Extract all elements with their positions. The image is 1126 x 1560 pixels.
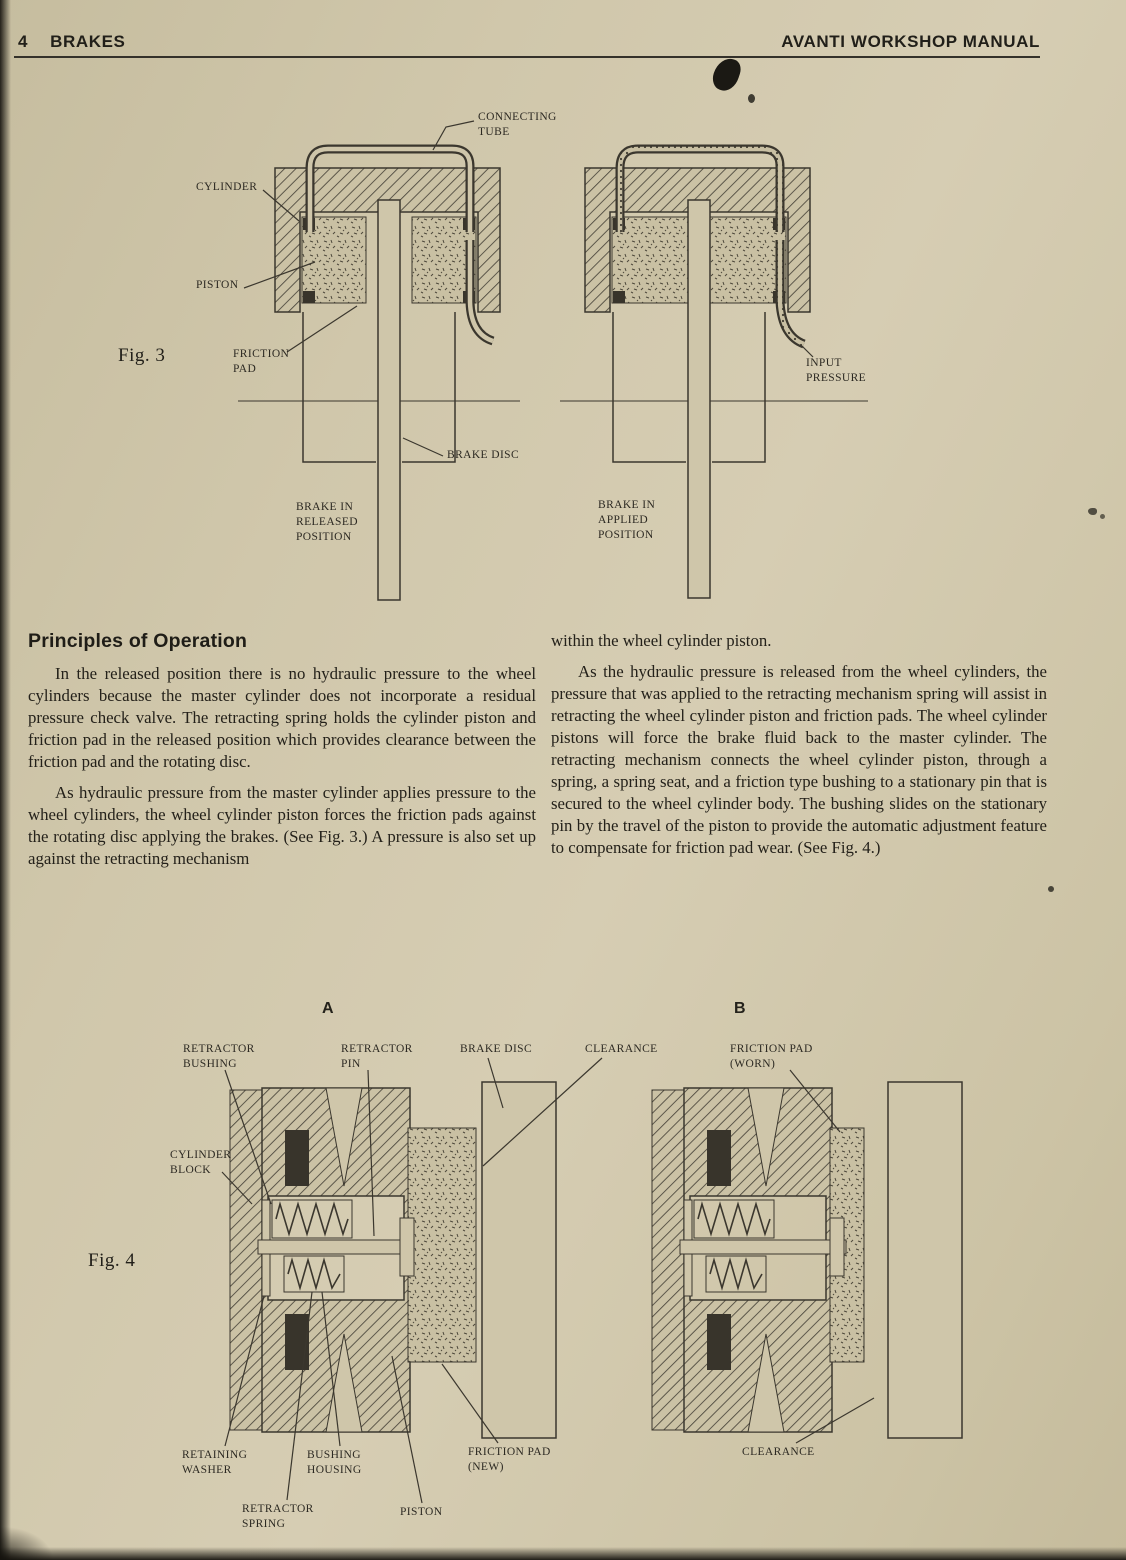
fig4-label-clearance-top: CLEARANCE bbox=[585, 1043, 658, 1055]
fig4-caption: Fig. 4 bbox=[88, 1250, 136, 1271]
mount-plate bbox=[651, 1089, 685, 1431]
paragraph: As the hydraulic pressure is released fr… bbox=[551, 662, 1047, 857]
page-number: 4 bbox=[18, 32, 29, 51]
seal-lower bbox=[285, 1314, 309, 1370]
bushing-housing bbox=[283, 1255, 345, 1293]
cylinder-housing bbox=[274, 167, 501, 313]
paragraph: In the released position there is no hyd… bbox=[28, 664, 536, 771]
fig3-applied-assembly bbox=[560, 144, 868, 599]
manual-title: AVANTI WORKSHOP MANUAL bbox=[781, 32, 1040, 51]
ink-speck bbox=[1088, 508, 1097, 515]
fig4-view-b-letter: B bbox=[734, 1000, 747, 1017]
fig4-label-retractor-pin: RETRACTOR PIN bbox=[341, 1043, 413, 1070]
retractor-pin bbox=[679, 1239, 847, 1255]
fig3-label-piston: PISTON bbox=[196, 279, 239, 291]
page-header-left: 4 BRAKES bbox=[18, 32, 125, 52]
seal-upper bbox=[285, 1130, 309, 1186]
piston-left bbox=[611, 216, 689, 304]
fig4-label-retractor-bushing: RETRACTOR BUSHING bbox=[183, 1043, 255, 1070]
retractor-pin bbox=[257, 1239, 415, 1255]
section-heading: Principles of Operation bbox=[28, 630, 248, 652]
brake-disc bbox=[481, 1081, 557, 1439]
piston-right bbox=[709, 216, 787, 304]
fig4-label-retractor-spring: RETRACTOR SPRING bbox=[242, 1503, 314, 1530]
fig3-label-friction-pad: FRICTION PAD bbox=[233, 348, 290, 375]
header-rule bbox=[14, 56, 1040, 58]
fig4-label-bushing-housing: BUSHING HOUSING bbox=[307, 1449, 362, 1476]
fig4-view-a-letter: A bbox=[322, 1000, 335, 1017]
mount-plate bbox=[229, 1089, 263, 1431]
pin-end-plate bbox=[829, 1217, 845, 1277]
fig3-label-brake-released: BRAKE IN RELEASED POSITION bbox=[296, 501, 358, 543]
fig4-label-friction-pad-new: FRICTION PAD (NEW) bbox=[468, 1446, 551, 1473]
retractor-spring-upper bbox=[275, 1201, 349, 1237]
fig4-view-b bbox=[651, 1081, 963, 1439]
retractor-spring-lower bbox=[709, 1257, 763, 1291]
fig4-label-friction-pad-worn: FRICTION PAD (WORN) bbox=[730, 1043, 813, 1070]
fig3-caption: Fig. 3 bbox=[118, 345, 166, 366]
seal-upper bbox=[707, 1130, 731, 1186]
fig3-label-brake-applied: BRAKE IN APPLIED POSITION bbox=[598, 499, 656, 541]
body-right-column: within the wheel cylinder piston. As the… bbox=[551, 630, 1047, 868]
ink-speck bbox=[1100, 514, 1105, 519]
retractor-spring-upper bbox=[697, 1201, 771, 1237]
ink-speck bbox=[1048, 886, 1054, 892]
fig4-label-clearance-bottom: CLEARANCE bbox=[742, 1446, 815, 1458]
spring-housing-upper bbox=[271, 1199, 353, 1239]
body-left-column: Principles of Operation In the released … bbox=[28, 630, 536, 879]
fig4-label-brake-disc: BRAKE DISC bbox=[460, 1043, 533, 1055]
paragraph: within the wheel cylinder piston. bbox=[551, 631, 772, 650]
spring-housing-upper bbox=[693, 1199, 775, 1239]
fig3-label-brake-disc: BRAKE DISC bbox=[447, 449, 520, 461]
caliper-bracket bbox=[302, 312, 376, 463]
seal-lower bbox=[707, 1314, 731, 1370]
fig3-released-assembly bbox=[238, 144, 520, 601]
bushing-housing bbox=[705, 1255, 767, 1293]
piston-right bbox=[411, 216, 477, 304]
retractor-spring-lower bbox=[287, 1257, 341, 1291]
fig3-label-cylinder: CYLINDER bbox=[196, 181, 258, 193]
section-title: BRAKES bbox=[50, 32, 126, 51]
fig4-label-cylinder-block: CYLINDER BLOCK bbox=[170, 1149, 232, 1176]
pin-end-plate bbox=[399, 1217, 415, 1277]
fig4-view-a bbox=[229, 1081, 557, 1439]
brake-disc bbox=[887, 1081, 963, 1439]
scan-edge-left bbox=[0, 0, 11, 1560]
fig4-label-piston: PISTON bbox=[400, 1506, 443, 1518]
cylinder-housing bbox=[584, 167, 811, 313]
fig3-leader-lines bbox=[243, 120, 814, 457]
fig4-label-retaining-washer: RETAINING WASHER bbox=[182, 1449, 248, 1476]
fig4-leader-lines bbox=[221, 1057, 875, 1504]
brake-disc bbox=[687, 199, 711, 599]
scan-edge-bottom bbox=[0, 1547, 1126, 1560]
brake-disc bbox=[377, 199, 401, 601]
fig3-label-connecting-tube: CONNECTING TUBE bbox=[478, 111, 557, 138]
fig3-label-input-pressure: INPUT PRESSURE bbox=[806, 357, 867, 384]
scan-corner-shadow bbox=[0, 1526, 54, 1560]
ink-speck bbox=[748, 94, 755, 103]
caliper-bracket bbox=[612, 312, 686, 463]
paragraph: As hydraulic pressure from the master cy… bbox=[28, 783, 536, 868]
friction-pad-new bbox=[407, 1127, 477, 1363]
